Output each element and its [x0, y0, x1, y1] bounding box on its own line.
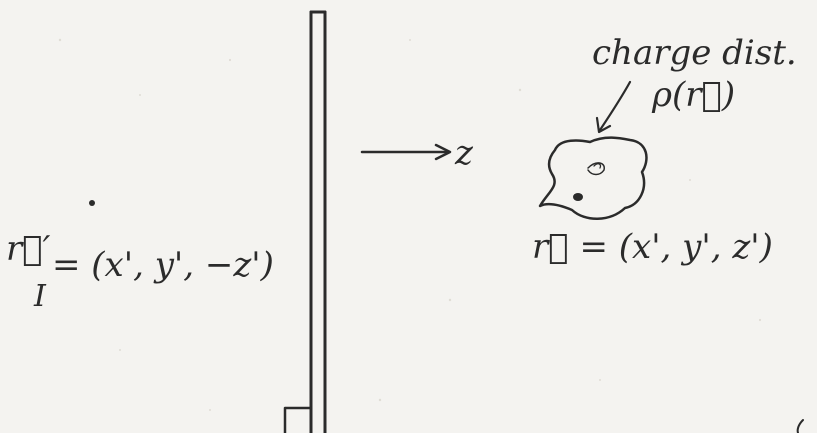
image-charge-dot — [89, 200, 95, 206]
ground-bracket — [283, 406, 313, 433]
charge-caption-line1: charge dist. — [592, 33, 797, 73]
conducting-plane — [309, 10, 327, 433]
z-axis-label: z — [454, 133, 474, 173]
image-vector-subscript: I — [33, 279, 47, 314]
charge-distribution-blob — [538, 136, 648, 220]
charge-caption-line2: ρ(r⃗) — [651, 75, 735, 115]
z-axis-arrow — [360, 143, 452, 161]
position-vector-label: r⃗ = (x', y', z') — [532, 227, 773, 267]
image-vector-label: r⃗′ I = (x', y', −z') — [6, 200, 274, 314]
paper-specks — [38, 38, 791, 411]
image-vector-symbol: r⃗′ — [6, 229, 51, 269]
image-vector-coordinates: = (x', y', −z') — [52, 245, 274, 285]
caption-pointer-arrow — [595, 80, 632, 134]
stray-pen-mark — [796, 419, 804, 433]
